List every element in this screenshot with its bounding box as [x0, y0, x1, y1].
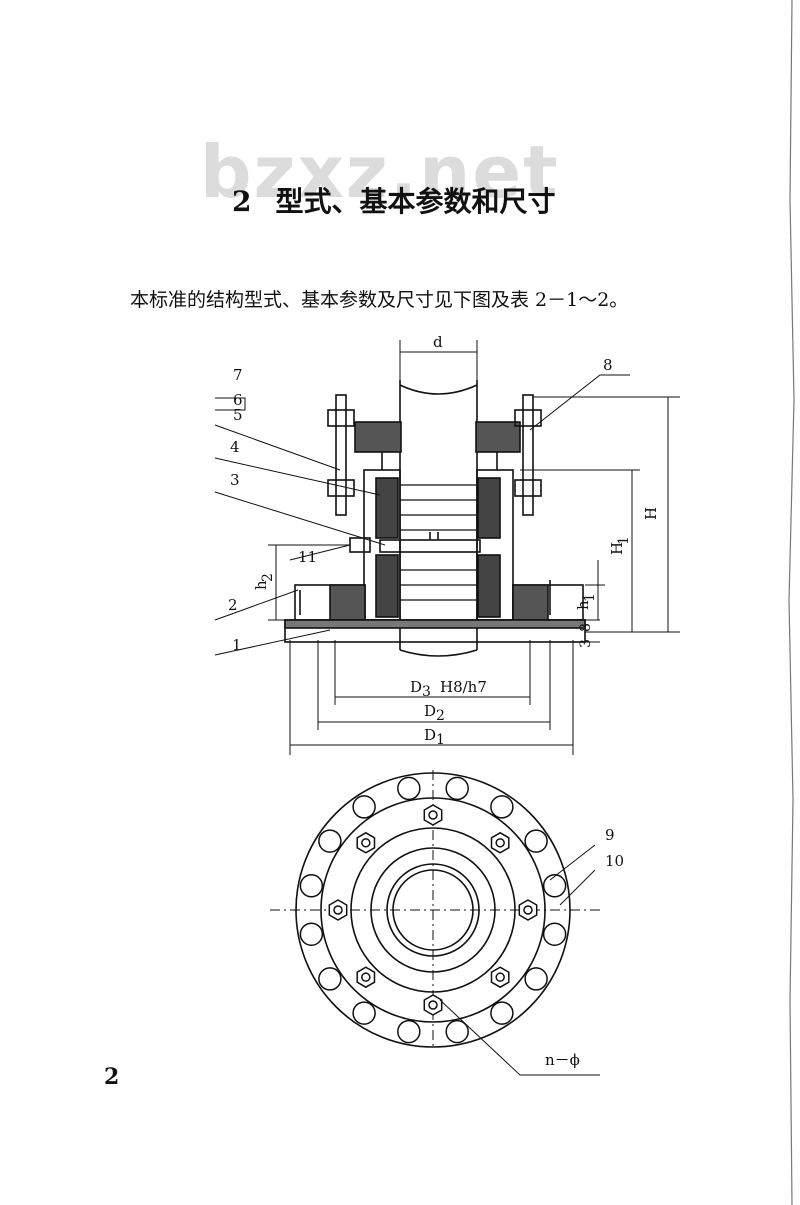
dim-H1: H [608, 542, 626, 555]
dim-8: 8 [578, 623, 594, 632]
callout-4: 4 [230, 438, 240, 456]
flange-bolt-hole [445, 1019, 469, 1044]
dim-h2-sub: 2 [260, 573, 276, 582]
dim-D3-sub: 3 [422, 684, 431, 700]
callout-6: 6 [233, 391, 243, 409]
page-edge [788, 0, 795, 1205]
flange-bolt-hole [352, 795, 376, 819]
watermark: bzxz.net [200, 130, 560, 214]
dim-3: 3 [578, 639, 594, 648]
section-title-text: 型式、基本参数和尺寸 [275, 185, 556, 218]
flange-bolt-hole [524, 829, 548, 853]
callout-3: 3 [230, 471, 240, 489]
gland-stud [428, 1000, 438, 1010]
section-title: 2 型式、基本参数和尺寸 [232, 180, 556, 220]
dim-H: H [642, 507, 660, 520]
flange-bolt-hole [524, 967, 548, 991]
flange-bolt-hole [542, 922, 567, 946]
dim-D3: D [410, 678, 422, 696]
dim-d: d [433, 333, 443, 351]
dim-h1: h [574, 600, 592, 610]
gland-stud [361, 838, 371, 848]
dim-D1-sub: 1 [436, 732, 445, 748]
flange-bolt-hole [352, 1001, 376, 1025]
flange-bolt-hole [318, 829, 342, 853]
gland-stud [523, 905, 533, 915]
gland-stud [495, 972, 505, 982]
flange-bolt-hole [299, 874, 324, 898]
dim-D1: D [424, 726, 436, 744]
flange-bolt-hole [397, 1019, 421, 1044]
callout-7: 7 [233, 366, 243, 384]
callout-2: 2 [228, 596, 238, 614]
flange-bolt-hole [490, 1001, 514, 1025]
callout-5: 5 [233, 406, 243, 424]
section-number: 2 [232, 185, 252, 218]
dim-fit: H8/h7 [440, 678, 487, 696]
dim-n-phi: n－ϕ [545, 1051, 580, 1069]
flange-bolt-hole [445, 776, 469, 801]
flange-bolt-hole [490, 795, 514, 819]
callout-9: 9 [605, 826, 615, 844]
flange-bolt-hole [318, 967, 342, 991]
dim-H1-sub: 1 [616, 536, 632, 545]
page-number: 2 [104, 1064, 120, 1090]
intro-paragraph: 本标准的结构型式、基本参数及尺寸见下图及表 2－1～2。 [130, 289, 629, 311]
dim-h1-sub: 1 [582, 593, 598, 602]
callout-8: 8 [603, 356, 613, 374]
gland-stud [428, 810, 438, 820]
flange-bolt-hole [397, 776, 421, 801]
gland-stud [361, 972, 371, 982]
gland-stud [333, 905, 343, 915]
dim-h2: h [252, 580, 270, 590]
callout-1: 1 [232, 636, 242, 654]
gland-stud [495, 838, 505, 848]
flange-bolt-hole [542, 874, 567, 898]
callout-10: 10 [605, 852, 624, 870]
flange-bolt-hole [299, 922, 324, 946]
callout-11: 11 [298, 548, 317, 566]
dim-D2-sub: 2 [436, 708, 445, 724]
dim-D2: D [424, 702, 436, 720]
